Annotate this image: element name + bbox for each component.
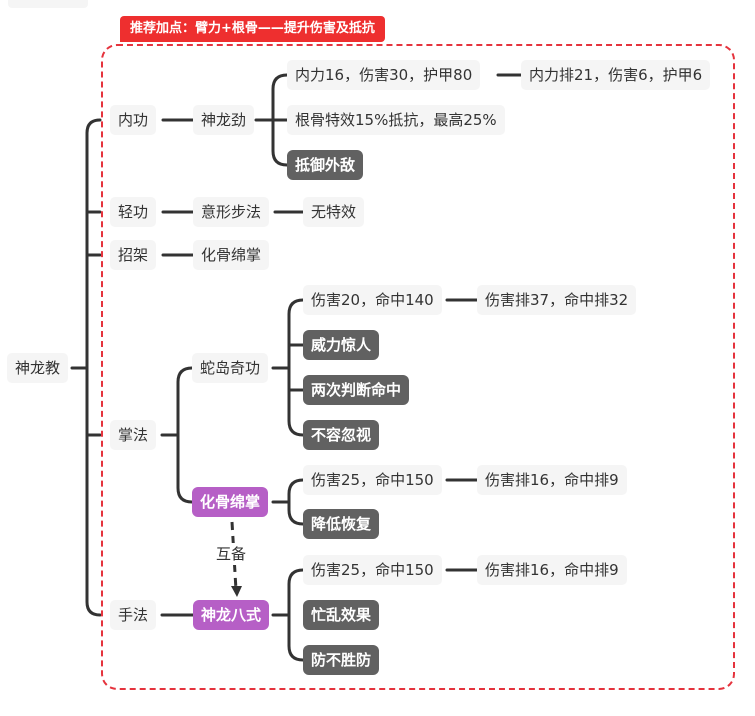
skill-huagumianzhang[interactable]: 化骨绵掌 xyxy=(192,487,269,517)
recommended-region-frame xyxy=(101,44,735,690)
neigong-stats[interactable]: 内力16，伤害30，护甲80 xyxy=(287,60,481,90)
recommendation-banner: 推荐加点：臂力+根骨——提升伤害及抵抗 xyxy=(120,16,385,42)
shedao-special-1[interactable]: 威力惊人 xyxy=(303,330,380,360)
category-zhangfa[interactable]: 掌法 xyxy=(110,420,157,450)
mutual-label: 互备 xyxy=(214,543,249,565)
clipped-node-stub xyxy=(8,0,88,8)
neigong-effect[interactable]: 根骨特效15%抵抗，最高25% xyxy=(287,105,505,135)
category-zhaojia[interactable]: 招架 xyxy=(110,240,157,270)
bashi-special-2[interactable]: 防不胜防 xyxy=(303,645,380,675)
shedao-rank[interactable]: 伤害排37，命中排32 xyxy=(477,285,637,315)
huagu-special-1[interactable]: 降低恢复 xyxy=(303,509,380,539)
shedao-special-2[interactable]: 两次判断命中 xyxy=(303,375,410,405)
qinggong-effect[interactable]: 无特效 xyxy=(303,197,365,227)
bashi-stats[interactable]: 伤害25，命中150 xyxy=(303,555,442,585)
huagu-stats[interactable]: 伤害25，命中150 xyxy=(303,465,442,495)
skill-huagumianzhang-parry[interactable]: 化骨绵掌 xyxy=(193,240,270,270)
skill-shedaoqigong[interactable]: 蛇岛奇功 xyxy=(192,353,269,383)
neigong-rank[interactable]: 内力排21，伤害6，护甲6 xyxy=(521,60,711,90)
shedao-special-3[interactable]: 不容忽视 xyxy=(303,420,380,450)
category-neigong[interactable]: 内功 xyxy=(110,105,157,135)
bashi-rank[interactable]: 伤害排16，命中排9 xyxy=(477,555,627,585)
category-shoufa[interactable]: 手法 xyxy=(110,600,157,630)
skill-shenlongbashi[interactable]: 神龙八式 xyxy=(193,600,270,630)
skill-yixingbufa[interactable]: 意形步法 xyxy=(193,197,270,227)
bashi-special-1[interactable]: 忙乱效果 xyxy=(303,600,380,630)
huagu-rank[interactable]: 伤害排16，命中排9 xyxy=(477,465,627,495)
neigong-special[interactable]: 抵御外敌 xyxy=(287,150,364,180)
category-qinggong[interactable]: 轻功 xyxy=(110,197,157,227)
root-node[interactable]: 神龙教 xyxy=(7,353,69,383)
skill-shenlongjin[interactable]: 神龙劲 xyxy=(193,105,255,135)
shedao-stats[interactable]: 伤害20，命中140 xyxy=(303,285,442,315)
